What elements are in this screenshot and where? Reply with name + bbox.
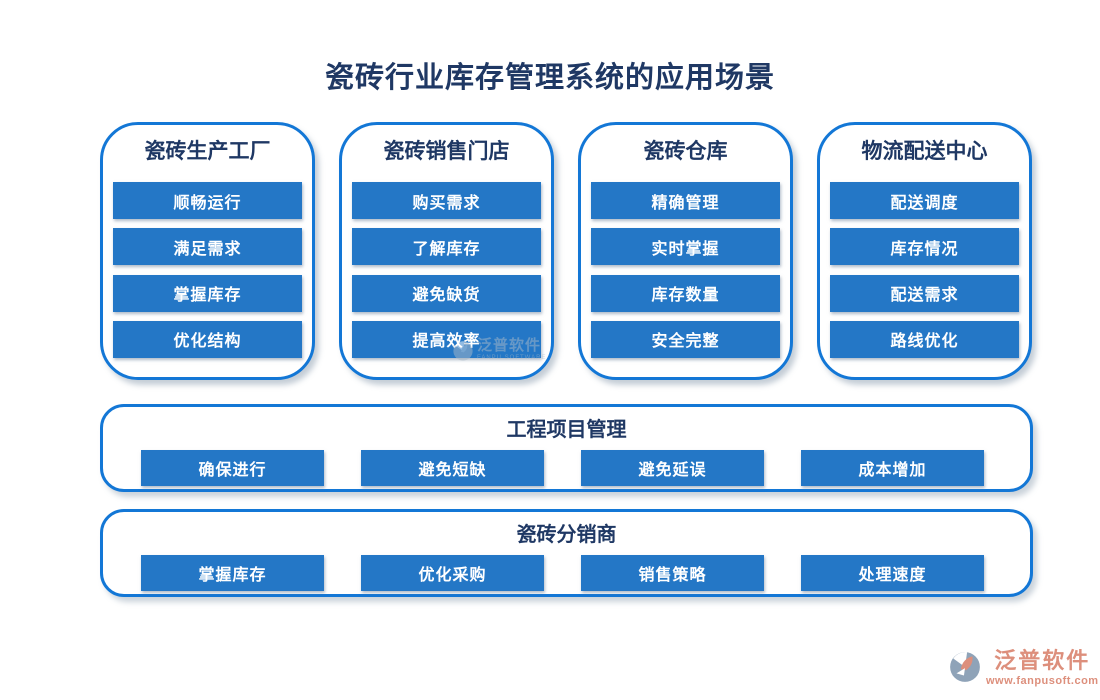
- pill-item: 掌握库存: [141, 555, 324, 591]
- fanpu-logo: 泛普软件 www.fanpusoft.com: [948, 650, 1099, 687]
- pill-item: 满足需求: [113, 228, 302, 266]
- card-production-factory: 瓷砖生产工厂 顺畅运行 满足需求 掌握库存 优化结构: [100, 122, 315, 380]
- card-header: 瓷砖销售门店: [383, 140, 510, 163]
- card-sales-store: 瓷砖销售门店 购买需求 了解库存 避免缺货 提高效率: [339, 122, 554, 380]
- fanpu-logo-url: www.fanpusoft.com: [986, 675, 1099, 687]
- band-header: 瓷砖分销商: [516, 524, 617, 546]
- band-distributor: 瓷砖分销商 掌握库存 优化采购 销售策略 处理速度: [100, 509, 1033, 597]
- pill-item: 库存数量: [591, 274, 780, 312]
- pill-item: 配送调度: [830, 182, 1019, 220]
- pill-item: 顺畅运行: [113, 182, 302, 220]
- pill-item: 掌握库存: [113, 274, 302, 312]
- card-pill-list: 配送调度 库存情况 配送需求 路线优化: [830, 173, 1019, 367]
- card-header: 瓷砖仓库: [643, 140, 728, 163]
- scenario-cards-row: 瓷砖生产工厂 顺畅运行 满足需求 掌握库存 优化结构 瓷砖销售门店 购买需求 了…: [100, 122, 1032, 380]
- page-title: 瓷砖行业库存管理系统的应用场景: [324, 62, 775, 94]
- pill-item: 销售策略: [581, 555, 764, 591]
- fanpu-logo-text: 泛普软件: [994, 648, 1091, 673]
- pill-item: 避免缺货: [352, 274, 541, 312]
- pill-item: 确保进行: [141, 450, 324, 486]
- pill-item: 配送需求: [830, 274, 1019, 312]
- pill-item: 实时掌握: [591, 228, 780, 266]
- card-header: 物流配送中心: [861, 140, 988, 163]
- band-project-management: 工程项目管理 确保进行 避免短缺 避免延误 成本增加: [100, 404, 1033, 492]
- pill-item: 路线优化: [830, 320, 1019, 358]
- card-logistics-center: 物流配送中心 配送调度 库存情况 配送需求 路线优化: [817, 122, 1032, 380]
- card-pill-list: 顺畅运行 满足需求 掌握库存 优化结构: [113, 173, 302, 367]
- pill-item: 了解库存: [352, 228, 541, 266]
- pill-item: 库存情况: [830, 228, 1019, 266]
- band-pill-row: 掌握库存 优化采购 销售策略 处理速度: [103, 547, 1030, 591]
- pill-item: 成本增加: [801, 450, 984, 486]
- pill-item: 优化采购: [361, 555, 544, 591]
- pill-item: 处理速度: [801, 555, 984, 591]
- band-pill-row: 确保进行 避免短缺 避免延误 成本增加: [103, 442, 1030, 486]
- card-pill-list: 购买需求 了解库存 避免缺货 提高效率: [352, 173, 541, 367]
- fanpu-logo-icon: [950, 652, 980, 682]
- pill-item: 避免短缺: [361, 450, 544, 486]
- pill-item: 精确管理: [591, 182, 780, 220]
- pill-item: 提高效率: [352, 320, 541, 358]
- card-warehouse: 瓷砖仓库 精确管理 实时掌握 库存数量 安全完整: [578, 122, 793, 380]
- pill-item: 避免延误: [581, 450, 764, 486]
- pill-item: 安全完整: [591, 320, 780, 358]
- card-pill-list: 精确管理 实时掌握 库存数量 安全完整: [591, 173, 780, 367]
- pill-item: 购买需求: [352, 182, 541, 220]
- card-header: 瓷砖生产工厂: [144, 140, 271, 163]
- pill-item: 优化结构: [113, 320, 302, 358]
- band-header: 工程项目管理: [506, 419, 627, 441]
